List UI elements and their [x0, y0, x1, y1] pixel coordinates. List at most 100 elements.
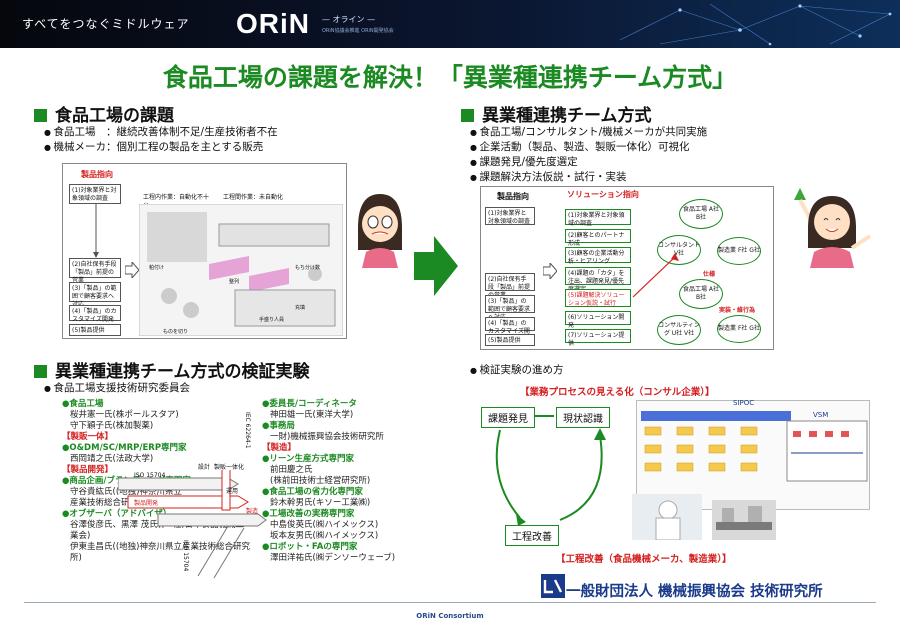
member-name: 一財)機械振興協会技術研究所: [270, 432, 384, 442]
flow-step: (2)自社保有手段「製品」前提の営業: [485, 273, 535, 299]
member-group: ●ロボット・FAの専門家澤田洋祐氏(㈱デンソーウェーブ): [262, 542, 412, 564]
tagline: すべてをつなぐミドルウェア: [22, 17, 190, 31]
flow-step: (1)対象業界と対象領域の調査: [69, 184, 121, 204]
organization-logo-icon: [541, 574, 565, 598]
header-bar: すべてをつなぐミドルウェア ORiN — オライン — ORiN協議会推進 OR…: [0, 0, 900, 48]
member-group: ●事務局一財)機械振興協会技術研究所: [262, 421, 412, 443]
caption-process-improvement: 【工程改善（食品機械メーカ、製造業）】: [556, 554, 732, 565]
node-process-improvement: 工程改善: [505, 525, 559, 546]
member-name: 伊東圭昌氏((地独)神奈川県立産業技術総合研究所): [70, 542, 250, 563]
page-title: 食品工場の課題を解決！「異業種連携チーム方式」: [162, 63, 738, 92]
solution-step: (7)ソリューション提供: [565, 329, 631, 347]
photo-label-1: 工程内作業：自動化不十分: [143, 194, 210, 210]
flow-step: (3)「製品」の範囲で顧客要求へ対応: [485, 295, 535, 321]
member-name: (株前田技術士経営研究所): [270, 476, 371, 486]
bullet-item: 企業活動（製品、製造、製販一体化）可視化: [470, 140, 707, 155]
vsm-label: VSM: [813, 411, 829, 419]
photo-note: 充填: [295, 305, 306, 311]
member-name: 産業技術総合研究所): [70, 498, 150, 508]
flow-title: 製品指向: [81, 170, 113, 179]
factory-line-photo: [139, 204, 343, 336]
flow-step: (3)「製品」の範囲で顧客要求へ対応: [69, 282, 121, 308]
bullet-item: 課題発見/優先度選定: [470, 155, 707, 170]
consortium-label: ORiN Consortium: [416, 612, 484, 620]
red-note: 実装・維行為: [719, 307, 756, 314]
node-problem-discovery: 課題発見: [481, 407, 535, 428]
logo-tagline: ORiN協議会推進 ORiN開発協会: [322, 28, 394, 34]
section-heading-team-method: 異業種連携チーム方式: [461, 101, 652, 126]
member-group-heading: ●リーン生産方式専門家: [262, 454, 354, 464]
diagram-label: 設計: [198, 464, 211, 471]
bullet-item: 機械メーカ：個別工程の製品を主とする販売: [44, 140, 278, 155]
flow-title: 製品指向: [497, 192, 529, 201]
member-name: 守下穎子氏(株加製薬): [70, 421, 154, 431]
party-ellipse: コンサルタント V社: [657, 235, 701, 265]
solution-title: ソリューション指向: [567, 190, 639, 199]
solution-step: (2)顧客とのパートナ形成: [565, 229, 631, 247]
member-group-heading: 【製造】: [262, 443, 297, 453]
member-name: 守谷貴紘氏((地独)神奈川県立: [70, 487, 182, 497]
happy-worker-illustration: [794, 188, 872, 268]
section-heading-verification: 異業種連携チーム方式の検証実験: [34, 357, 310, 382]
diagram-label: 運用: [226, 488, 239, 495]
sipoc-label: SIPOC: [733, 399, 755, 407]
solution-step: (5)課題解決ソリューション仮説・試行: [565, 289, 631, 307]
flow-step: (2)自社保有手段「製品」前提の営業: [69, 258, 121, 284]
member-group: 【製販一体】: [62, 432, 252, 443]
member-group: ●リーン生産方式専門家前田慶之氏(株前田技術士経営研究所): [262, 454, 412, 487]
sipoc-vsm-image: SIPOC VSM: [636, 399, 870, 510]
member-name: 桜井憲一氏(株ポールスタア): [70, 410, 179, 420]
bullet-item: 食品工場 ：継続改善体制不足/生産技術者不在: [44, 125, 278, 140]
party-ellipse: コンサルティング U社 V社: [657, 315, 701, 345]
committee-bullet: 食品工場支援技術研究委員会: [44, 381, 191, 396]
hollow-arrow-icon: [125, 262, 139, 278]
party-ellipse: 製造業 F社 G社: [717, 315, 761, 343]
flow-step: (4)「製品」のカスタマイズ開発: [485, 317, 535, 343]
approach-bullet: 検証実験の進め方: [470, 363, 564, 378]
member-name: 澤田洋祐氏(㈱デンソーウェーブ): [270, 553, 396, 563]
solution-diagram: 製品指向 (1)対象業界と対象領域の調査 (2)自社保有手段「製品」前提の営業 …: [480, 186, 774, 350]
logo-subtitle: — オライン —: [322, 15, 376, 24]
solution-step: (4)課題の「カタ」を注出、課題発見/優先度選定: [565, 267, 631, 293]
caption-visualization: 【業務プロセスの見える化（コンサル企業）】: [520, 387, 715, 398]
member-group: ●食品工場の省力化専門家鈴木幹男氏(キソー工業㈱): [262, 487, 412, 509]
member-group: ●食品工場桜井憲一氏(株ポールスタア)守下穎子氏(株加製薬): [62, 399, 252, 432]
flow-step: (4)「製品」のカスタマイズ開発: [69, 305, 121, 323]
member-name: 西岡靖之氏(法政大学): [70, 454, 154, 464]
committee-members-right: ●委員長/コーディネータ神田雄一氏(東洋大学)●事務局一財)機械振興協会技術研究…: [262, 399, 412, 564]
diagram-label: ISO 15704: [134, 472, 166, 479]
food-worker-photo: [632, 494, 702, 540]
iso-diagram: [118, 470, 267, 579]
member-name: 谷澤俊彦氏、黒澤 茂氏((一社)日本食品機械工業会): [70, 520, 245, 541]
orin-logo: ORiN: [236, 8, 310, 39]
party-ellipse: 食品工場 A社 B社: [679, 199, 723, 229]
photo-note: 粕付け: [149, 265, 165, 271]
issues-bullets: 食品工場 ：継続改善体制不足/生産技術者不在 機械メーカ：個別工程の製品を主とす…: [44, 125, 278, 155]
square-bullet-icon: [34, 109, 47, 122]
member-group: 【製造】: [262, 443, 412, 454]
diagram-label: 製品開発: [134, 500, 159, 507]
organization-name: 一般財団法人 機械振興協会 技術研究所: [566, 584, 823, 600]
diagram-label: 製造: [246, 508, 259, 515]
node-current-state: 現状認識: [556, 407, 610, 428]
square-bullet-icon: [34, 365, 47, 378]
member-name: 前田慶之氏: [270, 465, 313, 475]
member-name: 坂本友男氏(㈱ハイメックス): [270, 531, 379, 541]
issues-diagram: 製品指向 (1)対象業界と対象領域の調査 (2)自社保有手段「製品」前提の営業 …: [62, 163, 347, 339]
team-method-bullets: 食品工場/コンサルタント/機械メーカが共同実施 企業活動（製品、製造、製販一体化…: [470, 125, 708, 185]
member-group-heading: ●O&DM/SC/MRP/ERP専門家: [62, 443, 187, 453]
worried-worker-illustration: [358, 194, 402, 268]
member-group: 【製品開発】: [62, 465, 252, 476]
flow-arrow-icon: [93, 204, 99, 258]
flow-step: (1)対象業界と対象領域の調査: [485, 207, 535, 225]
member-group: ●工場改善の実務専門家中島俊英氏(㈱ハイメックス)坂本友男氏(㈱ハイメックス): [262, 509, 412, 542]
solution-step: (6)ソリューション開発: [565, 311, 631, 329]
member-name: 鈴木幹男氏(キソー工業㈱): [270, 498, 371, 508]
photo-label-2: 工程間作業：未自動化: [223, 194, 284, 201]
member-group-heading: 【製販一体】: [62, 432, 114, 442]
solution-step: (1)対象業界と対象領域の調査: [565, 209, 631, 227]
photo-note: もち分け数: [295, 265, 321, 271]
member-group-heading: ●委員長/コーディネータ: [262, 399, 357, 409]
member-group-heading: ●ロボット・FAの専門家: [262, 542, 358, 552]
bullet-item: 課題解決方法仮説・試行・実装: [470, 170, 707, 185]
